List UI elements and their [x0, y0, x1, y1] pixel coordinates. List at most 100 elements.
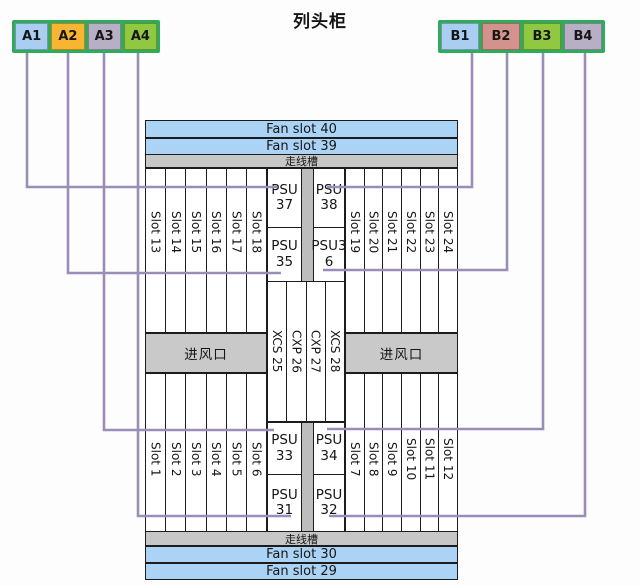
- slot-label-7: Slot 7: [347, 441, 362, 477]
- page-title: 列头柜: [293, 12, 347, 32]
- slot-label-1: Slot 1: [148, 441, 163, 477]
- slot-cell-17: Slot 17: [227, 169, 247, 332]
- slot-cell-16: Slot 16: [207, 169, 227, 332]
- group-cell-a1: A1: [15, 23, 49, 50]
- slot-cell-21: Slot 21: [383, 169, 403, 332]
- card-cell-xcs28: XCS 28: [326, 282, 344, 421]
- fan-slot-29-label: Fan slot 29: [266, 564, 337, 579]
- slot-label-6: Slot 6: [249, 441, 264, 477]
- slot-cell-6: Slot 6: [247, 374, 266, 532]
- slot-label-8: Slot 8: [366, 441, 381, 477]
- slot-label-17: Slot 17: [229, 211, 244, 254]
- slot-cell-9: Slot 9: [383, 374, 403, 532]
- psu-35-box: PSU 35: [267, 226, 302, 283]
- slot-label-11: Slot 11: [422, 437, 437, 481]
- slot-label-10: Slot 10: [403, 437, 418, 481]
- slot-cell-24: Slot 24: [439, 169, 457, 332]
- cable-tray-top-bar: 走线槽: [145, 154, 458, 168]
- card-cell-xcs25: XCS 25: [268, 282, 288, 421]
- group-a-box: A1 A2 A3 A4: [12, 20, 160, 53]
- air-inlet-left-bar: 进风口: [145, 333, 267, 373]
- cable-tray-bottom-bar: 走线槽: [145, 531, 458, 546]
- psu-36-box: PSU3 6: [311, 226, 347, 283]
- psu-34-box: PSU 34: [313, 422, 345, 475]
- psu-34-line2: 34: [320, 447, 338, 464]
- card-label-xcs28: XCS 28: [327, 330, 342, 373]
- slot-label-13: Slot 13: [148, 211, 163, 254]
- slot-cell-7: Slot 7: [346, 374, 365, 532]
- slot-cell-12: Slot 12: [439, 374, 457, 532]
- group-label-b1: B1: [450, 29, 470, 44]
- slot-label-23: Slot 23: [422, 211, 437, 254]
- slot-label-5: Slot 5: [229, 441, 244, 477]
- card-label-xcs25: XCS 25: [270, 330, 285, 373]
- group-label-a1: A1: [22, 29, 42, 44]
- slot-cell-1: Slot 1: [146, 374, 167, 532]
- slot-cell-19: Slot 19: [346, 169, 365, 332]
- psu-37-box: PSU 37: [267, 168, 302, 228]
- psu-31-line1: PSU: [271, 487, 298, 504]
- lower-left-slot-bay: Slot 1 Slot 2 Slot 3 Slot 4 Slot 5 Slot …: [145, 373, 267, 533]
- slot-cell-20: Slot 20: [365, 169, 384, 332]
- card-label-cxp27: CXP 27: [308, 330, 323, 373]
- group-cell-b2: B2: [482, 23, 520, 50]
- slot-label-2: Slot 2: [168, 441, 183, 477]
- slot-cell-4: Slot 4: [207, 374, 227, 532]
- slot-cell-22: Slot 22: [402, 169, 421, 332]
- psu-35-line2: 35: [275, 253, 294, 270]
- psu-34-line1: PSU: [315, 432, 343, 449]
- psu-38-box: PSU 38: [313, 168, 345, 228]
- psu-36-line1: PSU3: [311, 238, 347, 255]
- group-cell-a3: A3: [87, 23, 121, 50]
- psu-32-line2: 32: [320, 502, 338, 519]
- air-inlet-right-bar: 进风口: [345, 333, 458, 373]
- group-b-box: B1 B2 B3 B4: [438, 20, 605, 53]
- psu-31-box: PSU 31: [267, 473, 302, 533]
- slot-label-12: Slot 12: [441, 437, 456, 481]
- slot-label-9: Slot 9: [385, 441, 400, 477]
- psu-31-line2: 31: [275, 502, 294, 519]
- group-label-b3: B3: [532, 29, 552, 44]
- slot-cell-8: Slot 8: [365, 374, 384, 532]
- slot-label-3: Slot 3: [188, 441, 203, 477]
- slot-cell-2: Slot 2: [166, 374, 187, 532]
- slot-label-19: Slot 19: [347, 211, 362, 254]
- slot-cell-10: Slot 10: [402, 374, 421, 532]
- slot-cell-11: Slot 11: [421, 374, 440, 532]
- fan-slot-29-bar: Fan slot 29: [145, 563, 458, 580]
- cable-tray-top-label: 走线槽: [285, 155, 318, 168]
- card-cell-cxp27: CXP 27: [307, 282, 326, 421]
- group-label-a3: A3: [94, 29, 114, 44]
- cable-tray-bottom-label: 走线槽: [285, 532, 318, 546]
- fan-slot-40-bar: Fan slot 40: [145, 120, 458, 138]
- fan-slot-30-bar: Fan slot 30: [145, 546, 458, 563]
- air-inlet-left-label: 进风口: [184, 347, 228, 363]
- group-cell-b3: B3: [523, 23, 561, 50]
- group-cell-a2: A2: [51, 23, 85, 50]
- lower-right-slot-bay: Slot 7 Slot 8 Slot 9 Slot 10 Slot 11 Slo…: [345, 373, 458, 533]
- psu-38-line1: PSU: [315, 181, 343, 198]
- group-label-a4: A4: [130, 29, 150, 44]
- psu-35-line1: PSU: [271, 238, 298, 255]
- slot-label-18: Slot 18: [249, 211, 264, 254]
- slot-label-20: Slot 20: [366, 211, 381, 254]
- fan-slot-30-label: Fan slot 30: [266, 547, 337, 562]
- psu-38-line2: 38: [320, 197, 338, 213]
- center-card-bay: XCS 25 CXP 26 CXP 27 XCS 28: [267, 281, 345, 422]
- slot-label-16: Slot 16: [209, 211, 224, 254]
- upper-right-slot-bay: Slot 19 Slot 20 Slot 21 Slot 22 Slot 23 …: [345, 168, 458, 333]
- psu-33-box: PSU 33: [267, 422, 302, 475]
- psu-32-box: PSU 32: [313, 473, 345, 533]
- psu-37-line2: 37: [275, 197, 294, 213]
- group-label-b4: B4: [573, 29, 593, 44]
- slot-label-4: Slot 4: [209, 441, 224, 477]
- slot-cell-23: Slot 23: [421, 169, 440, 332]
- slot-cell-18: Slot 18: [247, 169, 266, 332]
- slot-cell-13: Slot 13: [146, 169, 167, 332]
- slot-label-24: Slot 24: [441, 211, 456, 254]
- fan-slot-39-label: Fan slot 39: [266, 138, 337, 154]
- slot-label-21: Slot 21: [385, 211, 400, 254]
- air-inlet-right-label: 进风口: [379, 347, 424, 363]
- group-cell-b1: B1: [441, 23, 479, 50]
